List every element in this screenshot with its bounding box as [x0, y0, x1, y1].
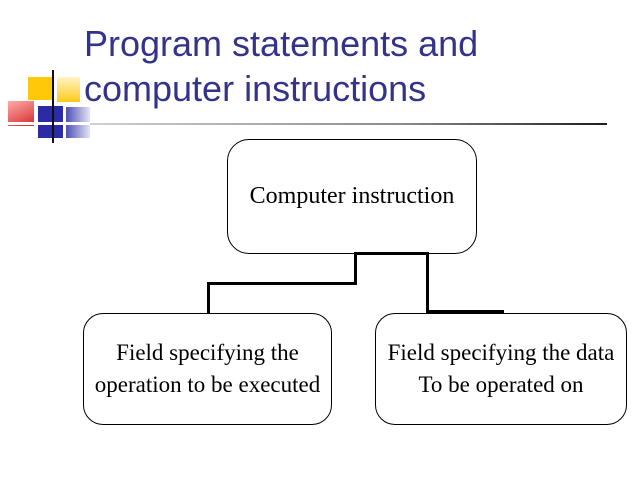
- connector-right-top-segment: [354, 252, 429, 255]
- diagram-node-data-field: Field specifying the data To be operated…: [375, 313, 627, 425]
- title-underline-rule: [90, 123, 607, 125]
- connector-right-horizontal: [426, 310, 504, 313]
- decoration-vertical-line: [52, 70, 54, 143]
- diagram-node-computer-instruction-label: Computer instruction: [249, 183, 455, 209]
- decoration-square-yellow-gradient: [57, 77, 80, 102]
- diagram-node-data-field-line1: Field specifying the data: [387, 340, 615, 365]
- connector-left-horizontal: [207, 282, 357, 285]
- connector-left-vertical-top: [354, 253, 357, 283]
- connector-right-vertical: [426, 253, 429, 311]
- slide-title: Program statements and computer instruct…: [84, 21, 478, 111]
- decoration-line-over-squares: [8, 122, 90, 125]
- slide-title-line1: Program statements and: [84, 23, 479, 64]
- decoration-square-red-gradient: [8, 101, 34, 126]
- connector-left-vertical-bottom: [207, 282, 210, 313]
- diagram-node-operation-field: Field specifying the operation to be exe…: [83, 313, 332, 425]
- diagram-node-operation-field-line1: Field specifying the: [116, 340, 299, 365]
- diagram-node-data-field-line2: To be operated on: [418, 372, 584, 397]
- diagram-node-operation-field-line2: operation to be executed: [94, 372, 321, 397]
- diagram-node-computer-instruction: Computer instruction: [227, 139, 477, 254]
- decoration-square-yellow: [28, 77, 53, 100]
- slide-title-line2: computer instructions: [84, 68, 427, 109]
